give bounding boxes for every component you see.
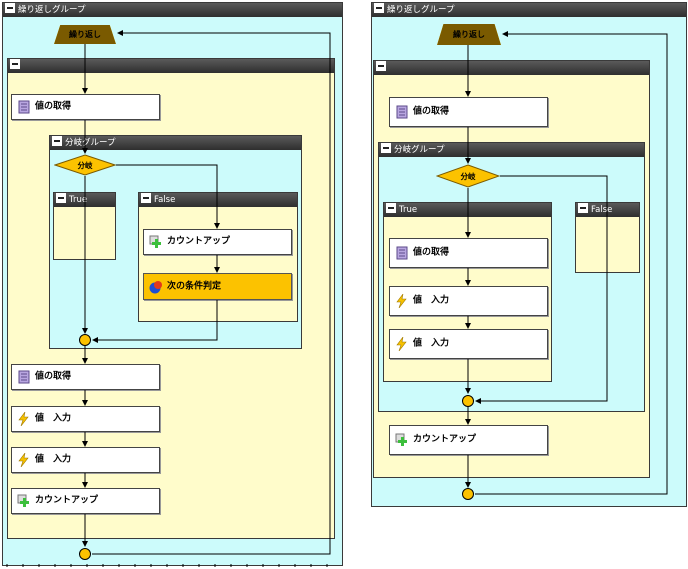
branch-group-header: 分岐グループ	[379, 143, 644, 157]
countup-node[interactable]: カウントアップ	[389, 425, 548, 455]
collapse-icon[interactable]	[578, 203, 588, 213]
collapse-icon[interactable]	[52, 136, 62, 146]
get-value-node[interactable]: 値の取得	[389, 97, 548, 127]
lightning-icon	[396, 337, 407, 351]
diamond-shape	[436, 164, 500, 188]
plus-counter-icon	[149, 235, 161, 248]
lightning-icon	[18, 412, 29, 426]
countup-node[interactable]: カウントアップ	[143, 229, 292, 255]
document-icon	[18, 370, 30, 384]
false-group-header: False	[139, 193, 297, 207]
get-value-node[interactable]: 値の取得	[11, 94, 160, 120]
value-input-node[interactable]: 値 入力	[389, 329, 548, 359]
connector-circle-icon	[79, 334, 91, 346]
document-icon	[396, 105, 408, 119]
lightning-icon	[18, 453, 29, 467]
collapse-icon[interactable]	[381, 143, 391, 153]
connector-circle-icon	[462, 395, 474, 407]
inner-group-header	[8, 59, 334, 73]
connector-circle-icon	[462, 488, 474, 500]
collapse-icon[interactable]	[141, 193, 151, 203]
collapse-icon[interactable]	[10, 59, 20, 69]
plus-counter-icon	[395, 433, 407, 446]
connector-circle-icon	[79, 548, 91, 560]
diamond-shape	[54, 154, 116, 176]
countup-node[interactable]: カウントアップ	[11, 488, 160, 514]
next-condition-node[interactable]: 次の条件判定	[143, 273, 292, 300]
branch-group-header: 分岐グループ	[50, 136, 301, 150]
collapse-icon[interactable]	[386, 203, 396, 213]
value-input-node[interactable]: 値 入力	[389, 286, 548, 316]
document-icon	[18, 100, 30, 114]
inner-group-header	[374, 61, 649, 75]
false-group-left: False	[138, 192, 298, 322]
plus-counter-icon	[17, 494, 29, 507]
value-input-node[interactable]: 値 入力	[11, 406, 160, 432]
loop-node[interactable]: 繰り返し	[54, 25, 116, 44]
loop-group-header: 繰り返しグループ	[372, 3, 686, 17]
loop-node[interactable]: 繰り返し	[437, 24, 501, 45]
get-value-node[interactable]: 値の取得	[11, 364, 160, 390]
document-icon	[396, 246, 408, 260]
collapse-icon[interactable]	[5, 3, 15, 13]
condition-icon	[149, 280, 162, 293]
loop-group-header: 繰り返しグループ	[3, 3, 342, 17]
value-input-node[interactable]: 値 入力	[11, 447, 160, 473]
collapse-icon[interactable]	[374, 3, 384, 13]
branch-node[interactable]: 分岐	[436, 164, 500, 188]
collapse-icon[interactable]	[376, 61, 386, 71]
get-value-node[interactable]: 値の取得	[389, 238, 548, 268]
branch-node[interactable]: 分岐	[54, 154, 116, 176]
collapse-icon[interactable]	[56, 193, 66, 203]
lightning-icon	[396, 294, 407, 308]
